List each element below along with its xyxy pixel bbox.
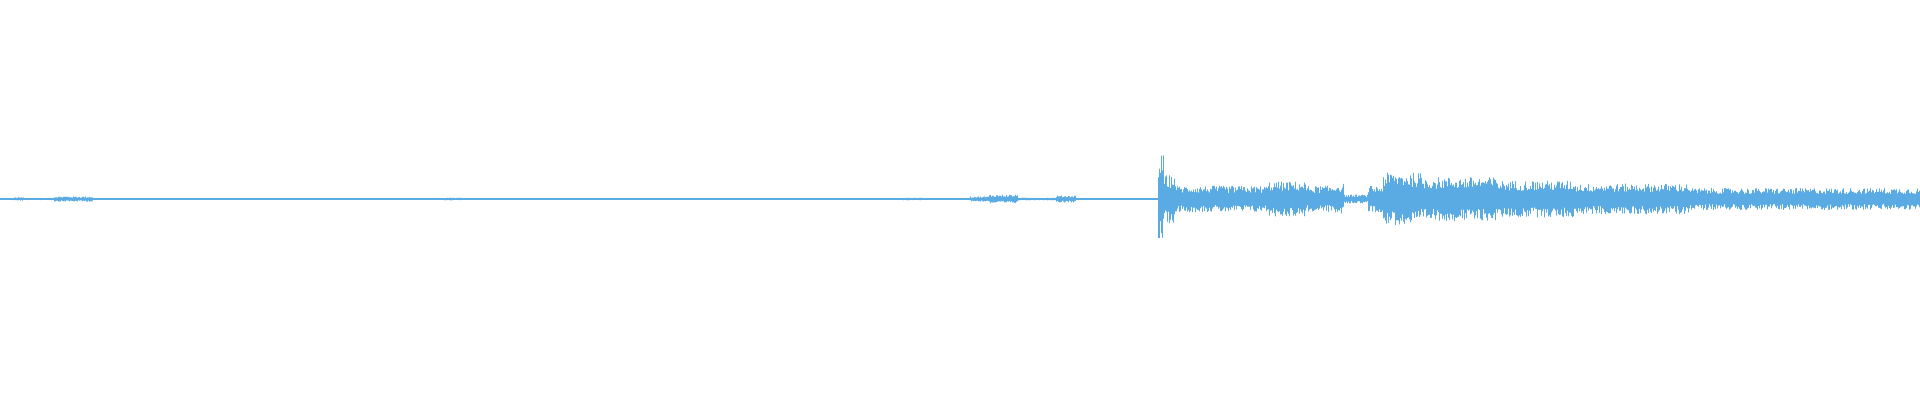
waveform-peaks [0,155,1920,239]
waveform-trace [0,155,1920,239]
